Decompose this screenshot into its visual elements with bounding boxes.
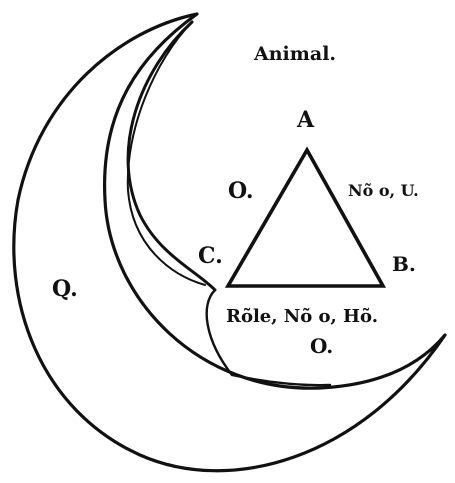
vertex-b-label: B. (392, 252, 416, 276)
vertex-a-label: A (296, 107, 315, 133)
vertex-c-label: C. (198, 243, 223, 269)
right-side-label: Nõ o, U. (348, 181, 419, 200)
left-side-label: O. (228, 178, 254, 204)
inner-crescent-curve (128, 22, 205, 285)
below-base-label: O. (310, 334, 333, 358)
title-label: Animal. (253, 43, 336, 65)
crescent-label: Q. (52, 276, 78, 302)
base-label: Rõle, Nõ o, Hõ. (226, 306, 378, 327)
triangle (228, 150, 383, 286)
outer-crescent-shape (14, 14, 445, 471)
